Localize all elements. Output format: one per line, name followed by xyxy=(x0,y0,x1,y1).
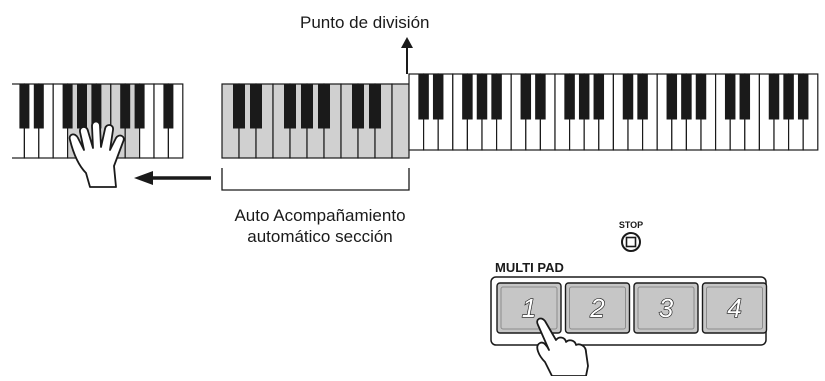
black-key xyxy=(622,73,634,120)
black-key xyxy=(163,83,174,129)
black-key xyxy=(491,73,502,120)
black-key xyxy=(432,73,444,120)
black-key xyxy=(681,73,692,120)
multi-pad-buttons xyxy=(496,282,768,334)
black-key xyxy=(369,83,381,129)
black-key xyxy=(768,73,780,120)
multi-pad-3[interactable] xyxy=(633,282,699,334)
multi-pad-inner-1 xyxy=(500,286,558,330)
accompaniment-bracket xyxy=(221,168,410,191)
black-key xyxy=(33,83,44,129)
multi-pad-inner-4 xyxy=(706,286,763,330)
black-key xyxy=(233,83,245,129)
black-key xyxy=(593,73,605,120)
black-key xyxy=(739,73,751,120)
black-key xyxy=(578,73,590,120)
black-key xyxy=(724,73,736,120)
multi-pad-inner-2 xyxy=(569,286,626,330)
black-key xyxy=(535,73,546,120)
split-point-label: Punto de división xyxy=(300,13,430,32)
multi-pad-4[interactable] xyxy=(701,282,768,334)
black-key xyxy=(318,83,330,129)
black-key xyxy=(301,83,313,129)
left-arrow-icon xyxy=(134,171,211,185)
black-key xyxy=(284,83,296,129)
black-key xyxy=(352,83,364,129)
black-key xyxy=(666,73,678,120)
black-key xyxy=(19,83,30,129)
multi-pad-inner-3 xyxy=(637,286,695,330)
pad-4-number: 4 xyxy=(727,292,743,323)
multi-pad-2[interactable] xyxy=(564,282,631,334)
black-key xyxy=(120,83,131,129)
black-key xyxy=(476,73,488,120)
black-key xyxy=(797,73,809,120)
black-key xyxy=(564,73,575,120)
main-keyboard xyxy=(408,73,819,151)
white-key xyxy=(391,83,410,159)
black-key xyxy=(77,83,87,129)
black-key xyxy=(462,73,473,120)
pad-3-number: 3 xyxy=(658,292,674,323)
hand-icon xyxy=(68,120,125,188)
pointing-hand-icon xyxy=(536,317,589,377)
accompaniment-section-label-line1: Auto Acompañamiento xyxy=(234,206,406,225)
black-key xyxy=(62,83,73,129)
multi-pad-label: MULTI PAD xyxy=(495,260,564,275)
pad-2-number: 2 xyxy=(590,292,606,323)
black-key xyxy=(134,83,145,129)
black-key xyxy=(418,73,429,120)
black-key xyxy=(783,73,794,120)
black-key xyxy=(637,73,648,120)
black-key xyxy=(520,73,532,120)
pad-1-number: 1 xyxy=(521,292,537,323)
accompaniment-keyboard xyxy=(221,83,410,159)
stop-button[interactable] xyxy=(621,232,641,252)
stop-label: STOP xyxy=(618,220,644,230)
black-key xyxy=(250,83,262,129)
up-arrow-icon xyxy=(401,37,413,74)
black-key xyxy=(695,73,707,120)
keyboard-fade xyxy=(0,80,12,162)
accompaniment-section-label-line2: automático sección xyxy=(247,227,393,246)
